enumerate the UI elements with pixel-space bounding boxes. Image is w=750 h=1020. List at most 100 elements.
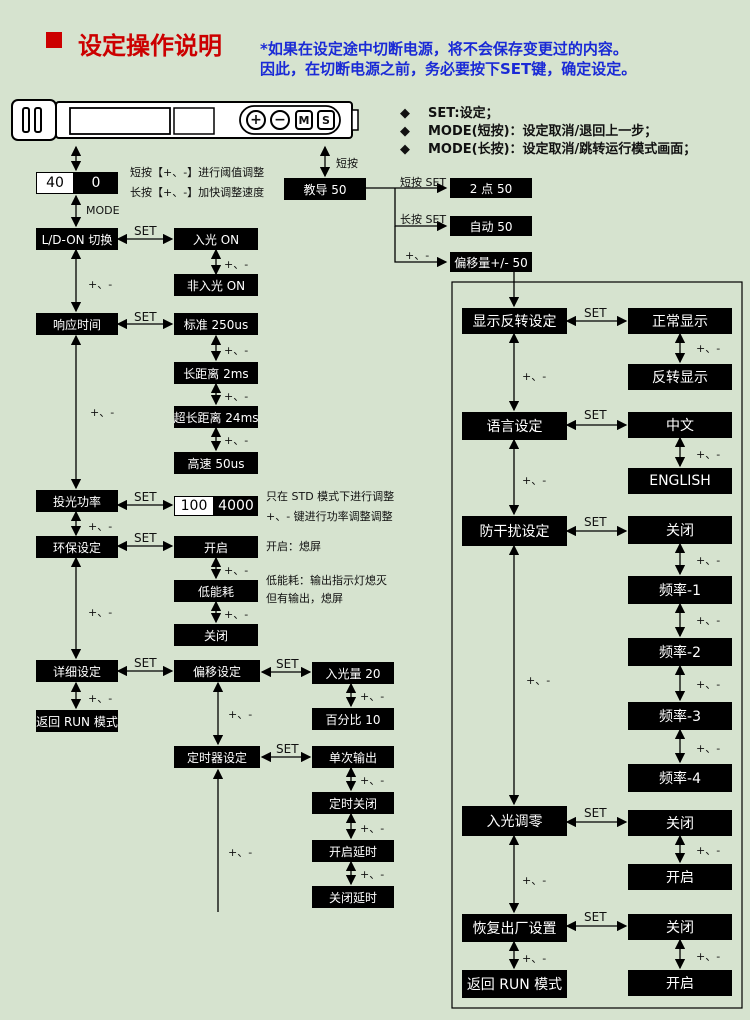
offset-opt-light: 入光量 20 xyxy=(312,662,394,684)
resp-opt-ultra: 超长距离 24ms xyxy=(173,406,259,428)
power-value-left: 100 xyxy=(174,496,214,516)
eco-opt-off: 关闭 xyxy=(174,624,258,646)
eco-setting: 环保设定 xyxy=(36,536,118,558)
title-square-icon xyxy=(46,32,62,48)
long-set-label: 长按 SET xyxy=(400,213,447,226)
timer-opt-off-delay: 关闭延时 xyxy=(312,886,394,908)
pm-label: +、- xyxy=(696,614,721,627)
pm-label: +、- xyxy=(90,406,115,419)
flip-opt-normal: 正常显示 xyxy=(628,308,732,334)
warning-line-2: 因此，在切断电源之前，务必要按下SET键，确定设定。 xyxy=(260,60,637,78)
set-label: SET xyxy=(584,515,607,529)
display-flip-setting: 显示反转设定 xyxy=(462,308,567,334)
teach-two-point: 2 点 50 xyxy=(450,178,532,198)
set-label: SET xyxy=(584,806,607,820)
diamond-bullet-icon: ◆ xyxy=(400,106,410,121)
pm-label: +、- xyxy=(522,952,547,965)
set-label: SET xyxy=(584,910,607,924)
offset-opt-percent: 百分比 10 xyxy=(312,708,394,730)
teach-offset: 偏移量+/- 50 xyxy=(450,252,532,272)
mode-label: MODE xyxy=(86,204,120,217)
anti-opt-off: 关闭 xyxy=(628,516,732,544)
short-label: 短按 xyxy=(336,157,358,170)
pm-label: +、- xyxy=(522,370,547,383)
set-label: SET xyxy=(134,656,157,670)
mode-button[interactable]: M xyxy=(295,110,313,130)
short-set-label: 短按 SET xyxy=(400,176,447,189)
pm-label: +、- xyxy=(88,278,113,291)
pm-label: +、- xyxy=(696,742,721,755)
teach-pm-label: +、- xyxy=(405,249,430,262)
minus-button[interactable]: − xyxy=(270,110,290,130)
resp-opt-long: 长距离 2ms xyxy=(174,362,258,384)
timer-opt-off-timer: 定时关闭 xyxy=(312,792,394,814)
std-only-note: 只在 STD 模式下进行调整 xyxy=(266,490,395,503)
resp-opt-standard: 标准 250us xyxy=(174,313,258,335)
timer-opt-on-delay: 开启延时 xyxy=(312,840,394,862)
display-threshold: 40 xyxy=(36,172,74,194)
set-label: SET xyxy=(276,742,299,756)
pm-label: +、- xyxy=(224,344,249,357)
factory-reset-setting: 恢复出厂设置 xyxy=(462,914,567,942)
pm-label: +、- xyxy=(88,692,113,705)
ld-opt-dark-on: 非入光 ON xyxy=(174,274,258,296)
pm-label: +、- xyxy=(360,774,385,787)
eco-on-note: 开启：熄屏 xyxy=(266,540,321,553)
pm-label: +、- xyxy=(522,474,547,487)
timer-opt-oneshot: 单次输出 xyxy=(312,746,394,768)
pm-label: +、- xyxy=(224,564,249,577)
set-button[interactable]: S xyxy=(317,110,335,130)
zero-opt-off: 关闭 xyxy=(628,810,732,836)
diamond-bullet-icon: ◆ xyxy=(400,142,410,157)
legend-mode-long: ◆MODE(长按)：设定取消/跳转运行模式画面； xyxy=(400,142,697,157)
pm-label: +、- xyxy=(696,342,721,355)
pm-label: +、- xyxy=(224,608,249,621)
page-title: 设定操作说明 xyxy=(78,32,222,60)
right-return-run-mode: 返回 RUN 模式 xyxy=(462,970,567,998)
anti-opt-freq-1: 频率-1 xyxy=(628,576,732,604)
factory-opt-on: 开启 xyxy=(628,970,732,996)
power-value-right: 4000 xyxy=(214,496,258,516)
pm-label: +、- xyxy=(224,390,249,403)
emit-power: 投光功率 xyxy=(36,490,118,512)
return-run-mode: 返回 RUN 模式 xyxy=(36,710,118,732)
anti-opt-freq-2: 频率-2 xyxy=(628,638,732,666)
pm-label: +、- xyxy=(696,448,721,461)
language-setting: 语言设定 xyxy=(462,412,567,440)
offset-setting: 偏移设定 xyxy=(174,660,260,682)
anti-opt-freq-3: 频率-3 xyxy=(628,702,732,730)
set-label: SET xyxy=(276,657,299,671)
pm-label: +、- xyxy=(696,844,721,857)
set-label: SET xyxy=(134,531,157,545)
ld-opt-light-on: 入光 ON xyxy=(174,228,258,250)
zero-opt-on: 开启 xyxy=(628,864,732,890)
teach-node: 教导 50 xyxy=(284,178,366,200)
set-label: SET xyxy=(584,408,607,422)
display-value: 0 xyxy=(74,172,118,194)
legend-mode-short: ◆MODE(短按)：设定取消/退回上一步； xyxy=(400,124,658,139)
light-zero-setting: 入光调零 xyxy=(462,806,567,836)
pm-label: +、- xyxy=(526,674,551,687)
set-label: SET xyxy=(134,490,157,504)
detail-setting: 详细设定 xyxy=(36,660,118,682)
plus-button[interactable]: + xyxy=(246,110,266,130)
diamond-bullet-icon: ◆ xyxy=(400,124,410,139)
set-label: SET xyxy=(584,306,607,320)
anti-opt-freq-4: 频率-4 xyxy=(628,764,732,792)
pm-label: +、- xyxy=(88,606,113,619)
pm-label: +、- xyxy=(696,554,721,567)
warning-line-1: *如果在设定途中切断电源，将不会保存变更过的内容。 xyxy=(260,40,628,58)
short-press-note: 短按【+、-】进行阈值调整 xyxy=(130,166,265,179)
eco-low-note-1: 低能耗：输出指示灯熄灭 xyxy=(266,574,387,587)
pm-label: +、- xyxy=(360,822,385,835)
anti-interference-setting: 防干扰设定 xyxy=(462,516,567,546)
eco-low-note-2: 但有输出，熄屏 xyxy=(266,592,343,605)
eco-opt-on: 开启 xyxy=(174,536,258,558)
flip-opt-reverse: 反转显示 xyxy=(628,364,732,390)
legend-set: ◆SET:设定； xyxy=(400,106,499,121)
response-time: 响应时间 xyxy=(36,313,118,335)
pm-label: +、- xyxy=(228,708,253,721)
pm-label: +、- xyxy=(696,950,721,963)
pm-label: +、- xyxy=(88,520,113,533)
pm-label: +、- xyxy=(224,258,249,271)
